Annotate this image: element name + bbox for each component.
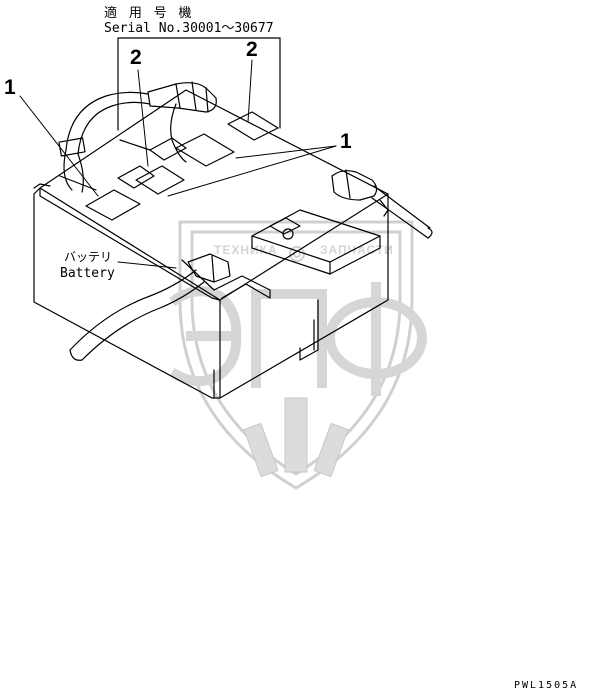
leader-2-right	[247, 59, 253, 123]
cable-positive	[331, 169, 433, 239]
wheat-center	[284, 397, 308, 473]
applicable-serial-heading-jp: 適 用 号 機	[104, 6, 194, 21]
battery-body	[33, 89, 389, 399]
watermark-shield	[178, 220, 414, 490]
leader-battery-label	[117, 261, 177, 269]
leader-1-right	[235, 145, 337, 159]
watermark-text-left: ТЕХНИКА	[214, 243, 278, 257]
serial-range-bracket	[117, 37, 281, 131]
callout-2-right: 2	[246, 38, 258, 61]
leader-1-right-b	[167, 145, 337, 197]
leader-2-left	[137, 69, 149, 167]
cable-negative	[58, 91, 151, 193]
cable-connector-top	[147, 81, 217, 163]
battery-label-en: Battery	[60, 266, 115, 281]
battery-label-jp: バッテリ	[64, 250, 113, 264]
callout-1-left: 1	[4, 76, 16, 99]
shield-inner-outline	[190, 230, 402, 476]
battery-front-face	[33, 187, 221, 399]
watermark-emblem	[243, 397, 349, 478]
callout-1-right: 1	[340, 130, 352, 153]
wheat-right	[313, 422, 349, 478]
battery-right-face	[219, 193, 389, 399]
cable-front	[69, 253, 231, 361]
serial-number-range: Serial No.30001～30677	[104, 21, 274, 36]
watermark-text-right: ЗАПЧАСТИ	[320, 243, 394, 257]
wheat-left	[243, 422, 279, 478]
figure-code: PWL1505A	[514, 680, 579, 691]
battery-terminal-right	[181, 209, 381, 299]
leader-lines	[19, 59, 337, 269]
shield-outline	[178, 220, 414, 490]
leader-1-left	[19, 95, 99, 197]
callout-2-left: 2	[130, 46, 142, 69]
battery-cell-caps	[59, 111, 279, 221]
